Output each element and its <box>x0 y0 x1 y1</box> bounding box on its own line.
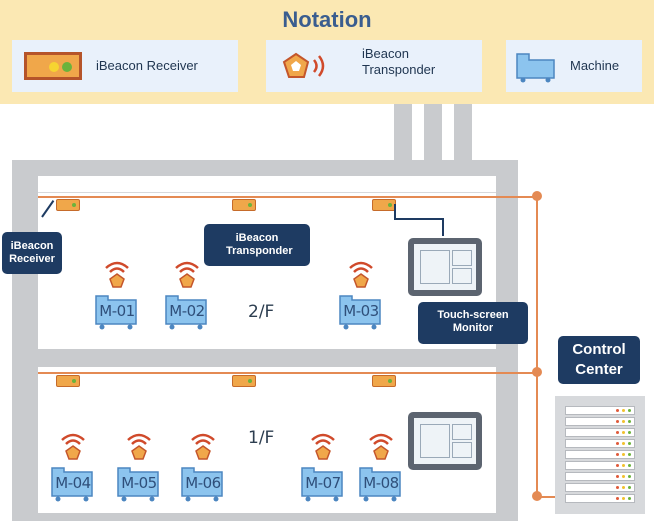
floor-slab <box>38 349 496 367</box>
monitor-wire <box>442 218 444 236</box>
machine-label: M-03 <box>343 302 379 320</box>
ibeacon-transponder-icon <box>311 433 335 460</box>
machine-m-06: M-06 <box>180 460 226 502</box>
ibeacon-transponder-icon <box>127 433 151 460</box>
server-slot <box>565 472 635 481</box>
receiver-legend-icon <box>24 52 82 80</box>
network-cable <box>38 196 540 198</box>
machine-label: M-06 <box>185 474 221 492</box>
machine-icon <box>181 467 223 502</box>
machine-label: M-07 <box>305 474 341 492</box>
control-center-callout: Control Center <box>558 336 640 384</box>
network-cable <box>536 496 556 498</box>
network-cable <box>536 196 538 496</box>
transponder-legend-icon <box>282 52 325 78</box>
touch-screen-monitor-icon <box>408 238 482 296</box>
floor-label-2f: 2/F <box>248 302 275 322</box>
legend-receiver-label: iBeacon Receiver <box>96 58 198 73</box>
receiver-callout: iBeacon Receiver <box>2 232 62 274</box>
server-slot <box>565 406 635 415</box>
legend-machine-label: Machine <box>570 58 620 73</box>
server-slot <box>565 439 635 448</box>
server-slot <box>565 450 635 459</box>
machine-m-07: M-07 <box>300 460 346 502</box>
transponder-callout: iBeacon Transponder <box>204 224 310 266</box>
machine-icon <box>339 295 381 330</box>
ibeacon-transponder-icon <box>105 261 129 288</box>
monitor-wire <box>394 204 396 220</box>
touch-screen-monitor-icon <box>408 412 482 470</box>
chimney <box>454 104 472 164</box>
machine-icon <box>95 295 137 330</box>
server-slot <box>565 428 635 437</box>
machine-label: M-02 <box>169 302 205 320</box>
ibeacon-receiver-icon <box>372 375 396 387</box>
server-slot <box>565 461 635 470</box>
machine-m-02: M-02 <box>164 288 210 330</box>
machine-m-05: M-05 <box>116 460 162 502</box>
machine-icon <box>51 467 93 502</box>
ibeacon-receiver-icon <box>372 199 396 211</box>
machine-label: M-08 <box>363 474 399 492</box>
ibeacon-transponder-icon <box>349 261 373 288</box>
cable-junction <box>532 191 542 201</box>
server-slot <box>565 483 635 492</box>
network-cable <box>38 372 540 374</box>
machine-icon <box>117 467 159 502</box>
legend-transponder-label: iBeacon Transponder <box>362 46 436 77</box>
ibeacon-transponder-icon <box>191 433 215 460</box>
machine-m-03: M-03 <box>338 288 384 330</box>
chimney <box>394 104 412 164</box>
machine-label: M-01 <box>99 302 135 320</box>
monitor-callout: Touch-screen Monitor <box>418 302 528 344</box>
machine-icon <box>165 295 207 330</box>
server-rack-icon <box>555 396 645 514</box>
ibeacon-transponder-icon <box>369 433 393 460</box>
ceiling-beams <box>38 176 496 193</box>
monitor-wire <box>394 218 444 220</box>
server-slot <box>565 494 635 503</box>
floor-label-1f: 1/F <box>248 428 275 448</box>
ibeacon-receiver-icon <box>56 199 80 211</box>
machine-m-08: M-08 <box>358 460 404 502</box>
chimney <box>424 104 442 164</box>
machine-icon <box>301 467 343 502</box>
server-slot <box>565 417 635 426</box>
machine-label: M-05 <box>121 474 157 492</box>
machine-m-04: M-04 <box>50 460 96 502</box>
cable-junction <box>532 491 542 501</box>
ibeacon-receiver-icon <box>232 375 256 387</box>
machine-m-01: M-01 <box>94 288 140 330</box>
cable-junction <box>532 367 542 377</box>
ibeacon-transponder-icon <box>175 261 199 288</box>
machine-legend-icon <box>516 53 555 83</box>
notation-title: Notation <box>282 7 372 32</box>
ibeacon-receiver-icon <box>56 375 80 387</box>
ibeacon-receiver-icon <box>232 199 256 211</box>
ibeacon-transponder-icon <box>61 433 85 460</box>
machine-icon <box>359 467 401 502</box>
machine-label: M-04 <box>55 474 91 492</box>
